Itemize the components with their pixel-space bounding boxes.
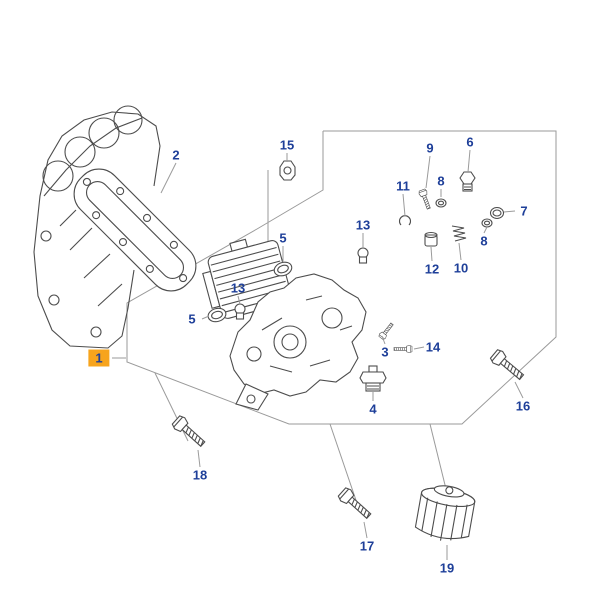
plug-part-6 <box>459 171 476 192</box>
callout-17[interactable]: 17 <box>359 538 375 554</box>
callout-9[interactable]: 9 <box>426 140 434 156</box>
callout-2[interactable]: 2 <box>172 147 180 163</box>
callout-4[interactable]: 4 <box>369 401 377 417</box>
callout-12[interactable]: 12 <box>424 261 440 277</box>
callout-11[interactable]: 11 <box>396 178 410 194</box>
o-ring-part-7 <box>489 206 505 220</box>
callout-13-right[interactable]: 13 <box>355 217 371 233</box>
switch-part-4 <box>359 365 387 392</box>
callout-15[interactable]: 15 <box>279 137 295 153</box>
callout-16[interactable]: 16 <box>515 398 531 414</box>
callout-8-lower[interactable]: 8 <box>480 233 488 249</box>
oil-filter-part-19 <box>414 485 476 541</box>
plug-part-15 <box>279 160 296 181</box>
callout-13-left[interactable]: 13 <box>230 280 246 296</box>
bolt-part-14 <box>393 344 413 354</box>
callout-8-upper[interactable]: 8 <box>437 173 445 189</box>
sensor-part-13-right <box>357 247 369 264</box>
washer-part-8-lower <box>481 218 493 228</box>
leader-lines <box>112 149 524 560</box>
washer-part-8-upper <box>435 198 447 208</box>
callout-10[interactable]: 10 <box>453 260 469 276</box>
bolt-part-9 <box>417 188 433 211</box>
callout-14[interactable]: 14 <box>425 339 441 355</box>
clip-part-11 <box>398 215 412 226</box>
bolt-part-3 <box>377 321 396 341</box>
callout-6[interactable]: 6 <box>466 134 474 150</box>
engine-block-sketch <box>33 105 161 349</box>
bolt-part-17 <box>336 485 375 523</box>
valve-part-12 <box>424 231 438 247</box>
gasket-part-5-lower <box>207 307 227 323</box>
callout-5-lower[interactable]: 5 <box>188 311 196 327</box>
bolt-part-18 <box>170 413 209 451</box>
gasket-part-2 <box>73 168 197 292</box>
callout-7[interactable]: 7 <box>520 203 528 219</box>
callout-3[interactable]: 3 <box>381 344 389 360</box>
callout-18[interactable]: 18 <box>192 467 208 483</box>
spring-part-10 <box>451 225 467 242</box>
gasket-part-5-upper <box>273 261 293 277</box>
sensor-part-13-left <box>234 303 246 320</box>
assembly-boundary <box>126 130 557 513</box>
oil-filter-housing <box>229 273 367 411</box>
bolt-part-16 <box>488 347 527 384</box>
callout-19[interactable]: 19 <box>439 560 455 576</box>
callout-5-upper[interactable]: 5 <box>279 230 287 246</box>
callout-1[interactable]: 1 <box>88 349 110 367</box>
